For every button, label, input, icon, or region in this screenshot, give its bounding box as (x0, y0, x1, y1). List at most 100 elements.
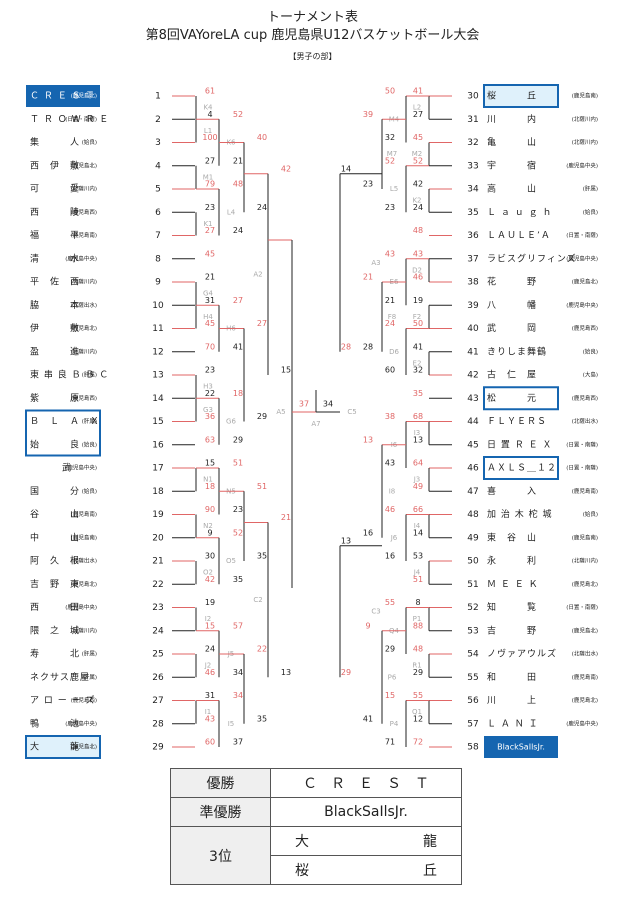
score-right: 48 (413, 226, 423, 235)
team-region-left: (姶良) (82, 138, 97, 146)
team-number-left: 11 (152, 324, 163, 334)
score-right: 41 (413, 87, 423, 96)
score-right: 24 (385, 319, 395, 328)
team-number-right: 33 (467, 161, 478, 171)
team-name-right: 知 覧 (487, 601, 537, 613)
score-left: 27 (205, 226, 215, 235)
team-region-right: (日置・南薩) (566, 231, 598, 239)
score-left: 30 (205, 552, 215, 561)
score-left: 9 (207, 528, 212, 537)
match-label: A3 (371, 259, 380, 267)
score-right: 53 (413, 552, 423, 561)
team-number-right: 47 (467, 487, 478, 497)
team-name-right: 喜 入 (487, 485, 537, 497)
score-right: 12 (413, 714, 423, 723)
match-label: M7 (387, 150, 398, 158)
team-name-left: 中 山 (30, 531, 80, 543)
team-highlight-46 (483, 456, 559, 480)
team-region-left: (日置・南薩) (65, 115, 97, 123)
score-left: 52 (233, 110, 243, 119)
score-left: 36 (205, 412, 215, 421)
score-left: 35 (257, 714, 267, 723)
team-name-right: ノヴァアウルズ (487, 648, 557, 660)
team-number-right: 48 (467, 510, 479, 520)
team-number-right: 39 (467, 301, 479, 311)
team-name-left: 隈 之 城 (30, 624, 80, 636)
team-number-right: 53 (467, 626, 478, 636)
final-score-left: 37 (299, 400, 309, 409)
team-region-left: (肝属) (82, 674, 97, 681)
match-label: C3 (371, 608, 380, 616)
team-region-left: (北薩出水) (71, 557, 97, 565)
score-left: 15 (205, 459, 215, 468)
score-left: 21 (233, 156, 243, 165)
team-number-right: 34 (467, 185, 479, 195)
score-left: 34 (233, 668, 243, 677)
match-label: K2 (412, 197, 421, 205)
team-name-left: 武 (62, 462, 72, 474)
team-region-right: (北薩出水) (572, 650, 598, 658)
division-label: 【男子の部】 (288, 52, 337, 61)
score-right: 13 (363, 435, 373, 444)
score-left: 4 (207, 110, 212, 119)
team-name-left: Ｂ Ｌ Ａ Ｘ (30, 417, 100, 427)
score-right: 72 (413, 738, 423, 747)
match-label: J2 (204, 662, 212, 670)
team-region-left: (肝属) (82, 372, 97, 379)
team-region-left: (北薩川内) (71, 185, 97, 193)
team-number-left: 22 (152, 580, 163, 590)
team-name-left: ア ロ ー ー ズ (30, 694, 95, 706)
team-name-right: 川 上 (487, 695, 537, 706)
team-region-right: (鹿児島中央) (566, 719, 598, 727)
team-number-right: 49 (467, 533, 479, 543)
match-label: G4 (203, 290, 213, 298)
score-left: 29 (233, 435, 243, 444)
team-region-right: (日置・南薩) (566, 464, 598, 472)
score-left: 60 (205, 738, 215, 747)
team-number-right: 52 (467, 603, 478, 613)
score-right: 21 (385, 296, 395, 305)
match-label: O5 (226, 557, 236, 565)
team-region-left: (鹿児島西) (71, 208, 97, 216)
match-label: F2 (413, 313, 421, 321)
score-left: 45 (205, 249, 215, 258)
team-number-left: 5 (155, 185, 161, 195)
score-left: 24 (257, 203, 267, 212)
team-name-right: 東 谷 山 (487, 531, 537, 543)
team-region-left: (鹿児島西) (71, 394, 97, 402)
match-label: G6 (226, 418, 236, 426)
team-region-left: (鹿児島中央) (65, 719, 97, 727)
team-name-left: 鴨 池 (30, 717, 80, 729)
team-number-right: 55 (467, 673, 478, 683)
team-region-right: (日置・南薩) (566, 603, 598, 611)
match-label: I3 (414, 429, 421, 437)
team-region-left: (鹿児島南) (71, 533, 97, 541)
score-left: 24 (233, 226, 243, 235)
team-number-right: 36 (467, 231, 479, 241)
match-label: H3 (203, 383, 213, 391)
score-left: 100 (202, 133, 217, 142)
team-number-right: 30 (467, 92, 479, 102)
team-region-right: (姶良) (583, 510, 598, 518)
team-name-left: 可 愛 (30, 183, 80, 195)
match-label: J6 (390, 534, 398, 542)
match-label: N2 (203, 522, 213, 530)
team-number-left: 16 (152, 440, 164, 450)
score-left: 24 (205, 645, 215, 654)
match-label: O2 (203, 569, 213, 577)
team-region-right: (姶良) (583, 208, 598, 216)
match-label: D2 (412, 266, 422, 274)
score-left: 41 (233, 342, 243, 351)
score-right: 21 (363, 273, 373, 282)
score-right: 41 (413, 342, 423, 351)
team-name-left: 大 龍 (30, 741, 80, 753)
match-label: I4 (414, 522, 421, 530)
score-right: 55 (413, 691, 423, 700)
team-name-left: 伊 敷 (30, 322, 80, 334)
team-region-left: (鹿児島北) (71, 92, 97, 100)
score-left: 31 (205, 691, 215, 700)
match-label: N1 (203, 476, 213, 484)
match-label-a5: A5 (276, 408, 285, 416)
team-region-right: (北薩川内) (572, 557, 598, 565)
team-number-left: 6 (155, 208, 161, 218)
